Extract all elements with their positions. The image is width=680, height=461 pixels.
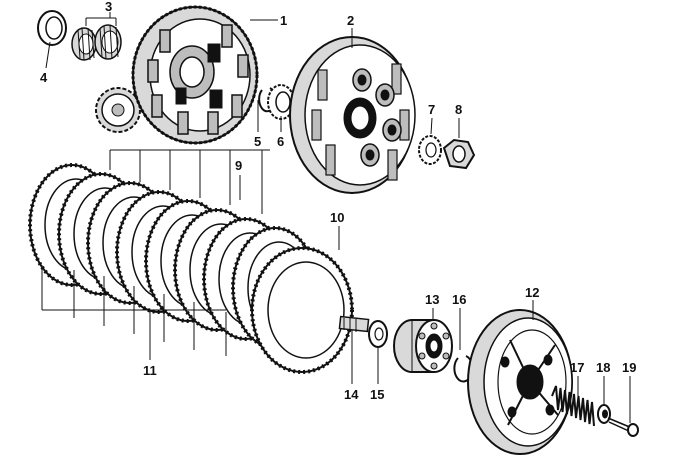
callout-4: 4 — [40, 70, 48, 85]
callout-labels: 1 2 3 4 5 6 7 8 9 10 11 12 13 14 15 16 1… — [40, 0, 636, 402]
bolt — [607, 417, 639, 437]
callout-9: 9 — [235, 158, 242, 173]
callout-14: 14 — [344, 387, 359, 402]
thrust-washer — [37, 10, 67, 46]
callout-1: 1 — [280, 13, 287, 28]
callout-6: 6 — [277, 134, 284, 149]
pushrod — [338, 315, 370, 333]
callout-12: 12 — [525, 285, 539, 300]
small-washer — [597, 404, 611, 424]
callout-17: 17 — [570, 360, 584, 375]
washer-15 — [368, 320, 388, 348]
callout-7: 7 — [428, 102, 435, 117]
callout-13: 13 — [425, 292, 439, 307]
inner-hub — [289, 36, 416, 194]
callout-2: 2 — [347, 13, 354, 28]
ball-bearing — [393, 319, 453, 373]
leader-lines — [41, 12, 631, 423]
needle-bearings — [71, 24, 122, 61]
callout-16: 16 — [452, 292, 466, 307]
callout-3: 3 — [105, 0, 112, 14]
callout-19: 19 — [622, 360, 636, 375]
lock-washer — [418, 135, 442, 165]
pressure-plate — [467, 309, 573, 455]
spring — [551, 385, 595, 427]
clutch-basket — [95, 5, 259, 145]
callout-8: 8 — [455, 102, 462, 117]
callout-11: 11 — [143, 363, 157, 378]
hex-nut — [442, 138, 476, 170]
callout-18: 18 — [596, 360, 610, 375]
friction-plate-outer — [250, 246, 354, 374]
callout-15: 15 — [370, 387, 384, 402]
callout-5: 5 — [254, 134, 261, 149]
callout-10: 10 — [330, 210, 344, 225]
